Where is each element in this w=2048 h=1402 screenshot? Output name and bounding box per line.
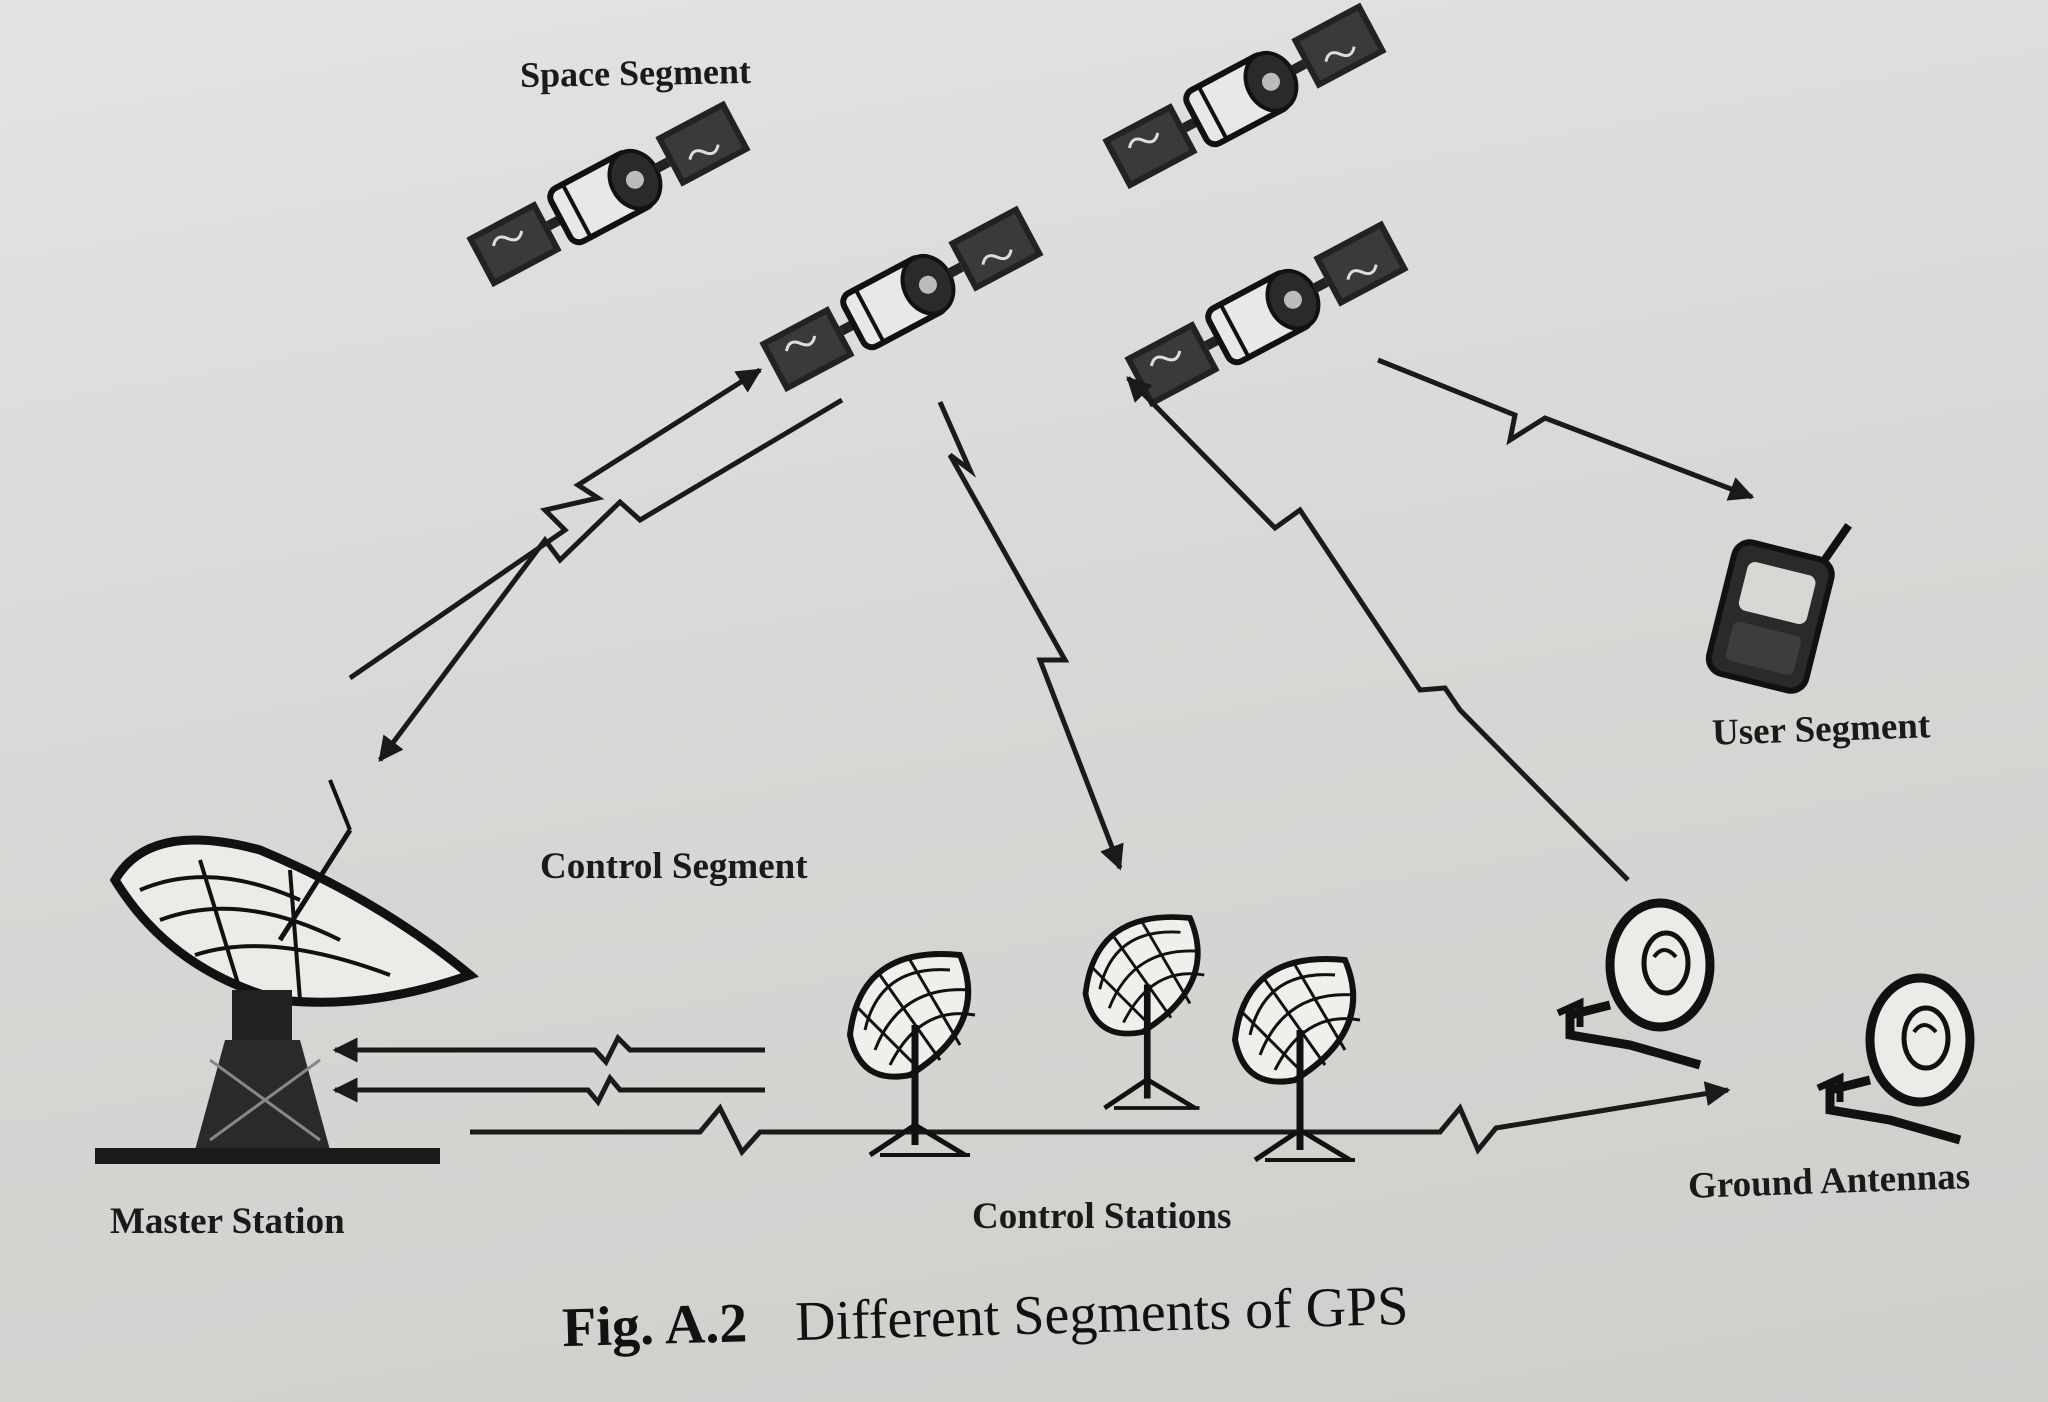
control-to-master-arrow-1 xyxy=(332,1033,765,1067)
master-station-dish-icon xyxy=(95,779,479,1164)
downlink-arrow xyxy=(378,397,844,762)
user-receiver-icon xyxy=(1705,523,1852,694)
gps-satellite-1-icon xyxy=(465,99,751,289)
control-stations-label: Control Stations xyxy=(972,1196,1232,1237)
uplink-arrow xyxy=(348,367,763,681)
gps-satellite-2-icon xyxy=(1101,1,1387,191)
ground-antenna-to-satellite-arrow xyxy=(1126,376,1630,882)
user-segment-label: User Segment xyxy=(1711,705,1931,754)
satellite-to-control-stations-arrow xyxy=(937,400,1124,871)
control-station-dish-2-icon xyxy=(1086,917,1205,1108)
control-station-dish-1-icon xyxy=(850,954,975,1155)
gps-satellite-3-icon xyxy=(758,204,1044,394)
control-segment-label: Control Segment xyxy=(540,846,808,887)
space-segment-label: Space Segment xyxy=(519,50,752,96)
master-to-ground-antennas-arrow xyxy=(470,1081,1731,1157)
satellite-to-user-arrow xyxy=(1377,357,1755,501)
master-station-label: Master Station xyxy=(110,1201,345,1242)
control-to-master-arrow-2 xyxy=(332,1073,765,1107)
ground-antenna-2-icon xyxy=(1818,978,1970,1140)
figure-number: Fig. A.2 xyxy=(561,1292,749,1360)
ground-antenna-1-icon xyxy=(1558,903,1710,1065)
gps-satellite-4-icon xyxy=(1123,219,1409,409)
